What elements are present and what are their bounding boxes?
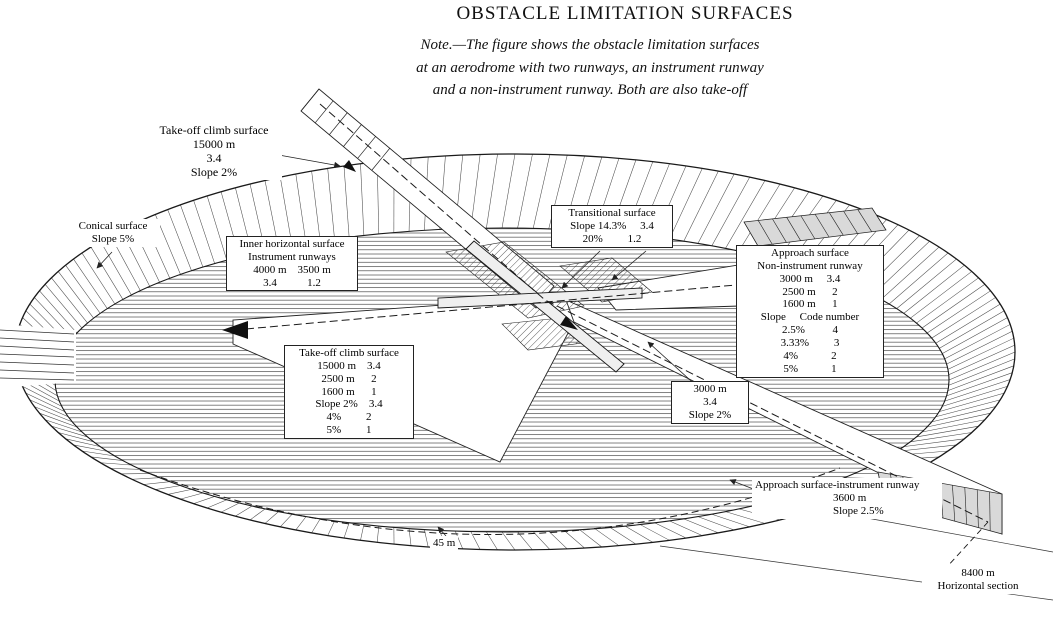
label-line: 3600 m <box>833 491 867 504</box>
runway-direction-arrow-center <box>560 316 578 330</box>
figure-note: Note.—The figure shows the obstacle limi… <box>320 34 860 102</box>
label-line: 3.4 <box>206 151 222 166</box>
label-line: Slope 2% <box>190 165 238 180</box>
label-takeoff-climb-instrument: Take-off climb surface 15000 m 3.4 Slope… <box>146 122 282 181</box>
label-line: 3.33% 3 <box>780 337 840 350</box>
label-line: 3.4 <box>703 395 717 408</box>
label-line: 2.5% 4 <box>782 324 838 337</box>
label-line: 15000 m 3.4 <box>317 359 381 372</box>
label-line: Slope 14.3% 3.4 <box>570 219 654 232</box>
takeoff-instrument-arrow <box>343 160 356 172</box>
label-line: Transitional surface <box>568 207 656 219</box>
label-line: Horizontal section <box>937 579 1019 592</box>
label-line: 3000 m <box>693 383 727 395</box>
label-line: 4% 2 <box>326 411 372 424</box>
label-line: Slope 5% <box>91 232 135 245</box>
label-line: 3.4 1.2 <box>263 276 321 289</box>
label-approach-3000m: 3000 m 3.4 Slope 2% <box>671 381 749 424</box>
label-line: 45 m <box>433 537 456 549</box>
construction-line-br-2 <box>855 515 1053 553</box>
label-line: Slope 2% <box>688 408 732 421</box>
leader-transitional-1 <box>561 250 601 289</box>
section-8400-dashed-leader <box>945 521 989 569</box>
figure-title: OBSTACLE LIMITATION SURFACES <box>456 3 794 24</box>
label-line: Instrument runways <box>248 250 336 263</box>
left-section-lines <box>0 329 75 381</box>
label-line: Approach surface <box>771 247 849 259</box>
instrument-runway-pavement <box>465 240 625 373</box>
label-line: Inner horizontal surface <box>239 238 345 250</box>
label-line: Slope 2% 3.4 <box>315 398 383 411</box>
label-line: 2500 m 2 <box>321 372 377 385</box>
label-line: 2500 m 2 <box>782 285 838 298</box>
label-line: 5% 1 <box>326 424 372 437</box>
label-line: 20% 1.2 <box>582 232 642 245</box>
leader-conical <box>96 251 113 269</box>
note-line: Note.—The figure shows the obstacle limi… <box>420 37 760 53</box>
label-line: 4% 2 <box>783 349 837 362</box>
label-line: 8400 m <box>961 567 995 579</box>
label-approach-instrument-runway: Approach surface-instrument runway 3600 … <box>752 478 942 519</box>
approach-elevated-end-topright <box>743 207 887 247</box>
label-inner-horizontal-surface: Inner horizontal surface Instrument runw… <box>226 236 358 292</box>
label-45m: 45 m <box>430 536 459 551</box>
label-takeoff-climb-non-instrument: Take-off climb surface 15000 m 3.4 2500 … <box>284 345 414 440</box>
note-line: at an aerodrome with two runways, an ins… <box>416 59 764 76</box>
label-line: Conical surface <box>78 220 148 232</box>
instrument-runway-centerline <box>319 103 989 523</box>
leader-45m <box>437 526 447 537</box>
leader-transitional-2 <box>611 250 647 281</box>
label-line: Slope 2.5% <box>833 504 884 517</box>
label-line: 1600 m 1 <box>782 298 838 311</box>
label-line: Take-off climb surface <box>299 347 399 359</box>
label-line: 15000 m <box>192 137 236 152</box>
non-instrument-runway-centerline <box>245 273 859 330</box>
label-line: 4000 m 3500 m <box>253 263 331 276</box>
label-line: 5% 1 <box>783 362 837 375</box>
non-instrument-runway-pavement <box>437 287 643 309</box>
takeoff-instrument-rungs <box>300 88 391 171</box>
label-conical-surface: Conical surface Slope 5% <box>66 219 160 247</box>
note-line: and a non-instrument runway. Both are al… <box>432 82 748 98</box>
label-line: Non-instrument runway <box>757 259 863 272</box>
label-approach-non-instrument: Approach surface Non-instrument runway 3… <box>736 245 884 378</box>
takeoff-direction-arrow-left <box>222 321 248 339</box>
leader-approach-instrument <box>729 479 757 491</box>
label-8400m-horizontal-section: 8400 m Horizontal section <box>922 566 1034 594</box>
label-line: Slope Code number <box>760 311 860 324</box>
label-line: 3000 m 3.4 <box>779 272 841 285</box>
label-line: 1600 m 1 <box>321 385 377 398</box>
approach-elevated-rungs <box>743 207 887 247</box>
label-transitional-surface: Transitional surface Slope 14.3% 3.4 20%… <box>551 205 673 248</box>
label-line: Take-off climb surface <box>159 123 269 137</box>
label-line: Approach surface-instrument runway <box>755 479 920 491</box>
